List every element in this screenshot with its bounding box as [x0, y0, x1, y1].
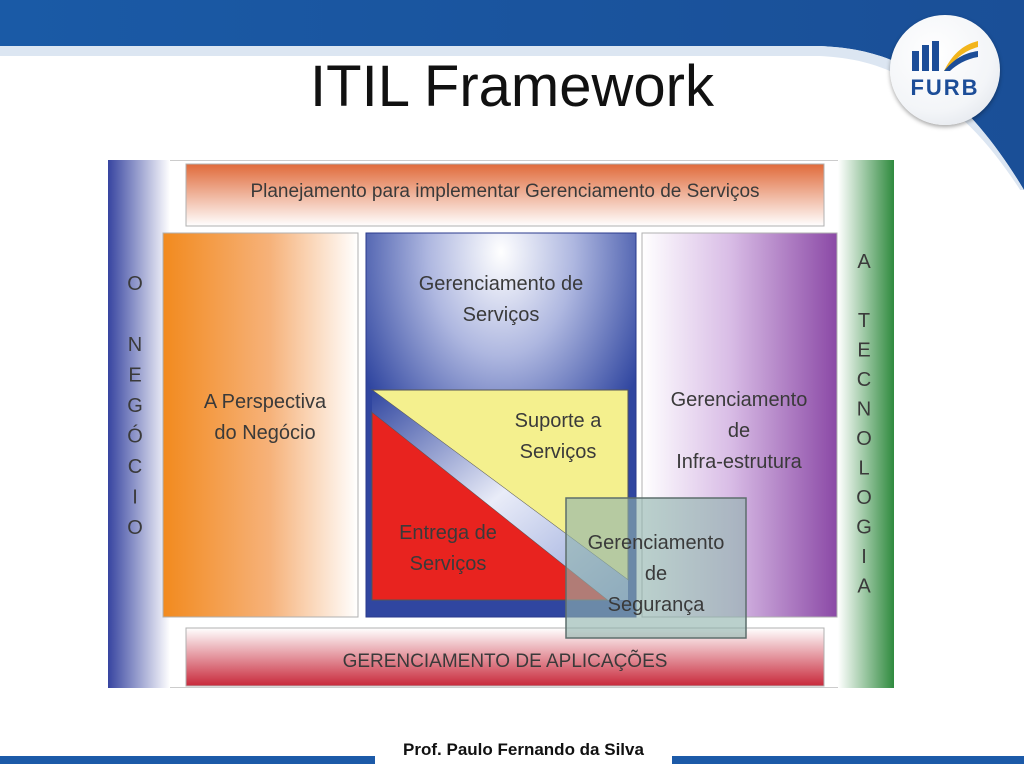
right-letters-letter: A — [857, 576, 871, 598]
right-letters-letter: O — [856, 428, 872, 450]
service-support-line-1: Suporte a — [515, 410, 603, 432]
logo-text: FURB — [910, 75, 980, 100]
service-delivery-line-1: Entrega de — [399, 522, 497, 544]
right-letters-letter: E — [857, 340, 870, 362]
footer-line-left — [0, 756, 375, 764]
right-letters-letter: N — [857, 399, 871, 421]
business-perspective-line-2: do Negócio — [214, 422, 315, 444]
right-letters-letter: L — [858, 458, 869, 480]
infrastructure-line-3: Infra-estrutura — [676, 451, 802, 473]
furb-logo: FURB — [890, 15, 1000, 125]
infrastructure-line-2: de — [728, 420, 750, 442]
service-management-line-1: Gerenciamento de — [419, 273, 584, 295]
business-perspective-line-1: A Perspectiva — [204, 391, 327, 413]
infrastructure-line-1: Gerenciamento — [671, 389, 808, 411]
security-line-3: Segurança — [608, 594, 706, 616]
service-support-line-2: Serviços — [520, 441, 597, 463]
left-letters-letter: O — [127, 517, 143, 539]
applications-bar — [185, 627, 825, 687]
logo-book-icon — [912, 41, 978, 71]
right-letters-letter: C — [857, 369, 871, 391]
service-management-line-2: Serviços — [463, 304, 540, 326]
left-letters-letter: C — [128, 456, 142, 478]
security-line-2: de — [645, 563, 667, 585]
technology-band — [838, 160, 894, 688]
right-letters-letter: A — [857, 251, 871, 273]
planning-bar — [185, 163, 825, 227]
itil-diagram: Planejamento para implementar Gerenciame… — [108, 160, 894, 688]
diagonal-band — [372, 390, 628, 600]
left-letters-letter: N — [128, 334, 142, 356]
footer-author: Prof. Paulo Fernando da Silva — [403, 740, 644, 759]
right-letters-letter: O — [856, 487, 872, 509]
left-letters-letter: O — [127, 273, 143, 295]
planning-bar-label: Planejamento para implementar Gerenciame… — [250, 181, 759, 202]
right-letters-letter: I — [861, 546, 867, 568]
right-letters-letter: T — [858, 310, 870, 332]
left-letters-letter: E — [128, 365, 141, 387]
business-perspective-box — [162, 232, 359, 618]
right-letters-letter: G — [856, 517, 872, 539]
service-delivery-line-2: Serviços — [410, 553, 487, 575]
left-letters-letter: G — [127, 395, 143, 417]
security-box — [565, 497, 747, 639]
left-letters-letter: I — [132, 487, 138, 509]
left-letters-letter: Ó — [127, 425, 143, 448]
security-line-1: Gerenciamento — [588, 532, 725, 554]
page-title: ITIL Framework — [310, 54, 714, 119]
business-band — [108, 160, 170, 688]
applications-bar-label: GERENCIAMENTO DE APLICAÇÕES — [343, 650, 668, 672]
footer-line-right — [672, 756, 1024, 764]
